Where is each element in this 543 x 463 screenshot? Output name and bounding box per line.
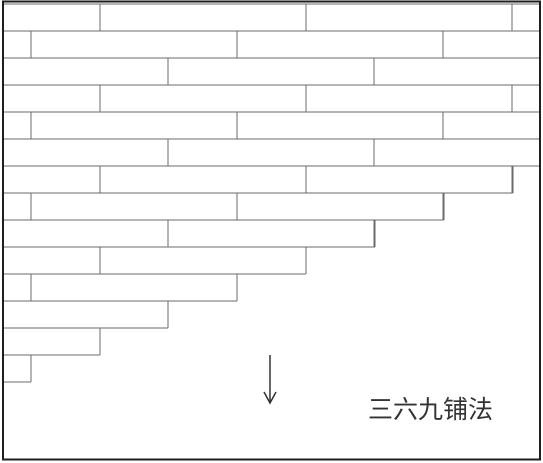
- down-arrow-icon: [263, 355, 277, 405]
- plank-grid: [3, 3, 540, 383]
- layout-caption: 三六九铺法: [368, 395, 494, 424]
- arrow-head: [263, 391, 277, 405]
